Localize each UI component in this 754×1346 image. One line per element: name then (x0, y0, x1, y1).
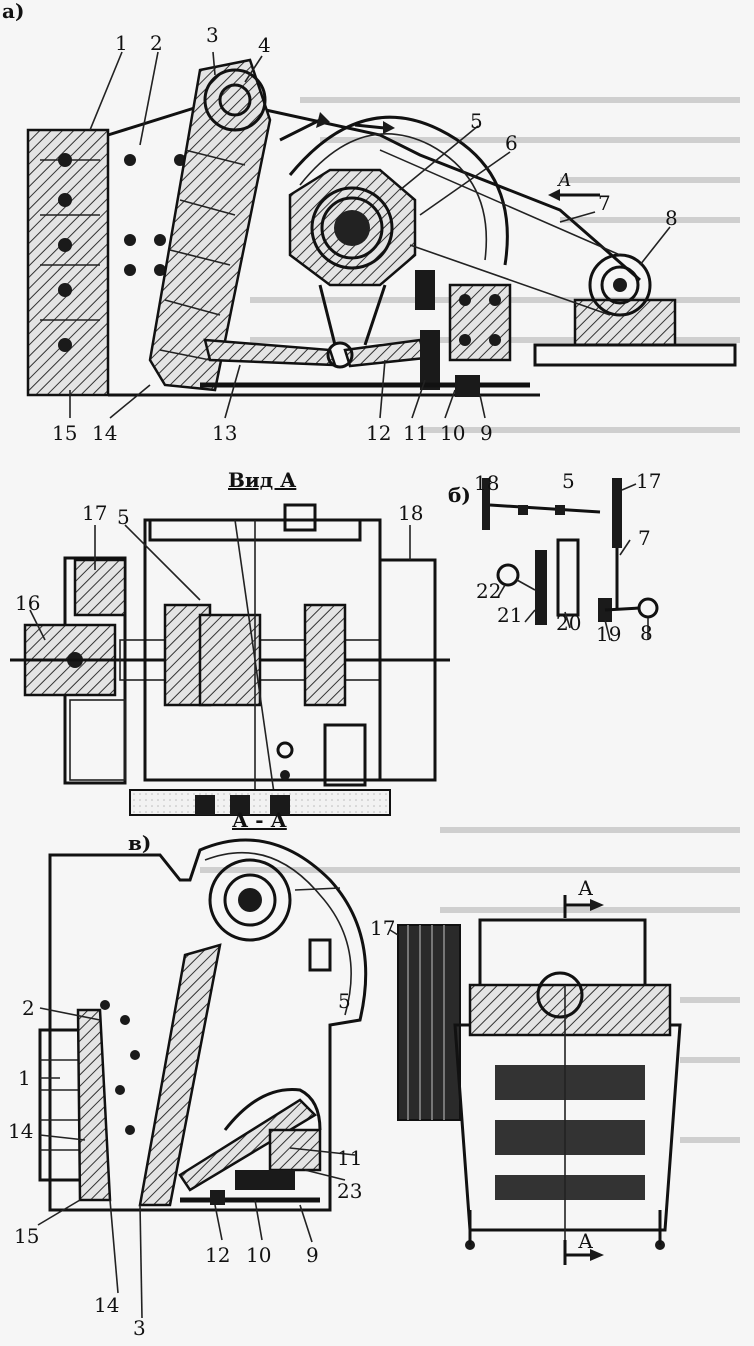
toggle-plate-12 (178, 1098, 318, 1192)
view-a-drawing (10, 503, 450, 816)
section-arrow-top: А (578, 876, 593, 900)
swing-jaw (148, 58, 272, 392)
callout-12: 12 (205, 1243, 230, 1267)
callout-1: 1 (18, 1066, 31, 1090)
leader-lines-a (69, 51, 671, 419)
callout-23: 23 (337, 1179, 362, 1203)
swing-jaw-v (138, 943, 222, 1207)
callout-21: 21 (497, 603, 522, 627)
callouts-view-a: 17 5 18 16 (15, 501, 423, 615)
callout-14: 14 (92, 421, 117, 445)
callout-8: 8 (665, 206, 678, 230)
callout-20: 20 (556, 611, 581, 635)
callout-9: 9 (306, 1243, 319, 1267)
eccentric-5-v (208, 858, 292, 942)
callout-14: 14 (8, 1119, 33, 1143)
fixed-jaw-liner (76, 1008, 112, 1202)
callout-11: 11 (403, 421, 428, 445)
part-v-side-section (37, 838, 368, 1319)
section-arrow-bottom: А (578, 1229, 593, 1253)
frame-outline-v (48, 838, 368, 1212)
callout-18: 18 (474, 471, 499, 495)
callout-1: 1 (115, 31, 128, 55)
motor-base (573, 298, 677, 347)
callout-17: 17 (636, 469, 661, 493)
callouts-a: 1 2 3 4 5 6 7 8 9 10 11 12 13 14 15 (52, 23, 678, 445)
rear-support-block (448, 283, 512, 362)
callout-7: 7 (638, 526, 651, 550)
part-v-label: в) (128, 831, 151, 855)
pulley-18 (378, 558, 437, 782)
callout-11: 11 (337, 1146, 362, 1170)
callouts-b: 18 5 17 7 22 21 20 19 8 (474, 469, 661, 646)
part-a-label: а) (2, 0, 24, 23)
callouts-v: 2 5 1 14 15 11 23 12 10 9 14 3 17 (8, 916, 395, 1340)
callout-8: 8 (640, 621, 653, 645)
callout-7: 7 (598, 191, 611, 215)
connecting-rod (318, 284, 387, 346)
flywheel-arc (288, 115, 509, 266)
callout-5: 5 (470, 109, 483, 133)
v-belt-7 (379, 149, 621, 256)
callout-10: 10 (246, 1243, 271, 1267)
fixed-jaw-frame (26, 128, 110, 397)
callout-10: 10 (440, 421, 465, 445)
callout-5: 5 (117, 505, 130, 529)
spacer-plate-13 (203, 338, 337, 367)
callout-12: 12 (366, 421, 391, 445)
callout-5: 5 (338, 989, 351, 1013)
callout-3: 3 (133, 1316, 146, 1340)
callout-2: 2 (150, 31, 163, 55)
callout-16: 16 (15, 591, 40, 615)
callout-22: 22 (476, 579, 501, 603)
callout-14-bottom: 14 (94, 1293, 119, 1317)
eccentric-shaft-4 (203, 68, 267, 132)
part-b-schematic (482, 478, 659, 641)
view-a-title: Вид А (228, 468, 297, 492)
callout-17: 17 (82, 501, 107, 525)
callout-19: 19 (596, 622, 621, 646)
callout-17: 17 (370, 916, 395, 940)
part-v-front-view (389, 895, 682, 1265)
callout-18: 18 (398, 501, 423, 525)
callout-15: 15 (52, 421, 77, 445)
callout-4: 4 (258, 33, 271, 57)
callout-9: 9 (480, 421, 493, 445)
callout-13: 13 (212, 421, 237, 445)
callout-6: 6 (505, 131, 518, 155)
section-a-a-title: А - А (232, 808, 288, 832)
arrow-a-label: А (556, 170, 572, 191)
part-a-side-view (26, 51, 737, 419)
callout-15: 15 (14, 1224, 39, 1248)
callout-5: 5 (562, 469, 575, 493)
part-b-label: б) (448, 483, 471, 507)
callout-2: 2 (22, 996, 35, 1020)
frame-bolts (58, 153, 186, 352)
callout-3: 3 (206, 23, 219, 47)
